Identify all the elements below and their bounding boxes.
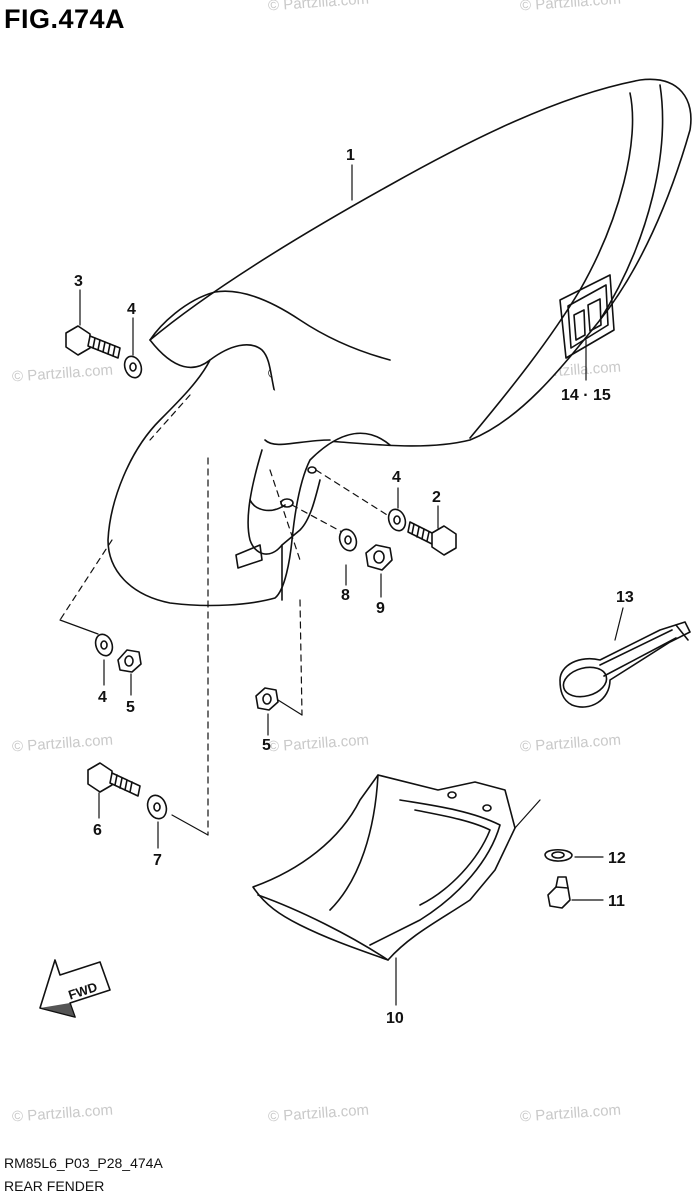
mud-guard-part — [252, 774, 541, 961]
callout-2: 2 — [432, 489, 441, 506]
strap-part — [559, 621, 691, 708]
callout-12: 12 — [608, 850, 626, 867]
figure-title: FIG.474A — [4, 4, 126, 34]
callout-9: 9 — [376, 600, 385, 617]
callout-5: 5 — [262, 737, 271, 754]
decal-part — [559, 274, 615, 359]
figure-name: REAR FENDER — [4, 1178, 105, 1194]
callout-8: 8 — [341, 587, 350, 604]
callout-labels: 1 2 3 4 4 4 5 5 6 7 8 9 10 11 12 13 14 ·… — [74, 147, 634, 1027]
callout-4: 4 — [98, 689, 107, 706]
callout-1: 1 — [346, 147, 355, 164]
callout-10: 10 — [386, 1010, 404, 1027]
callout-13: 13 — [616, 589, 634, 606]
bolt-part — [87, 762, 141, 797]
callout-14-15: 14 · 15 — [561, 387, 611, 404]
callout-5: 5 — [126, 699, 135, 716]
callout-4: 4 — [392, 469, 401, 486]
callout-3: 3 — [74, 273, 83, 290]
callout-4: 4 — [127, 301, 136, 318]
figure-code: RM85L6_P03_P28_474A — [4, 1155, 163, 1171]
bolt-part — [65, 325, 121, 359]
rear-fender-part — [107, 78, 692, 607]
callout-7: 7 — [153, 852, 162, 869]
fwd-arrow-icon: FWD — [39, 959, 111, 1018]
bolt-part — [407, 521, 457, 556]
callout-11: 11 — [608, 893, 625, 910]
callout-6: 6 — [93, 822, 102, 839]
